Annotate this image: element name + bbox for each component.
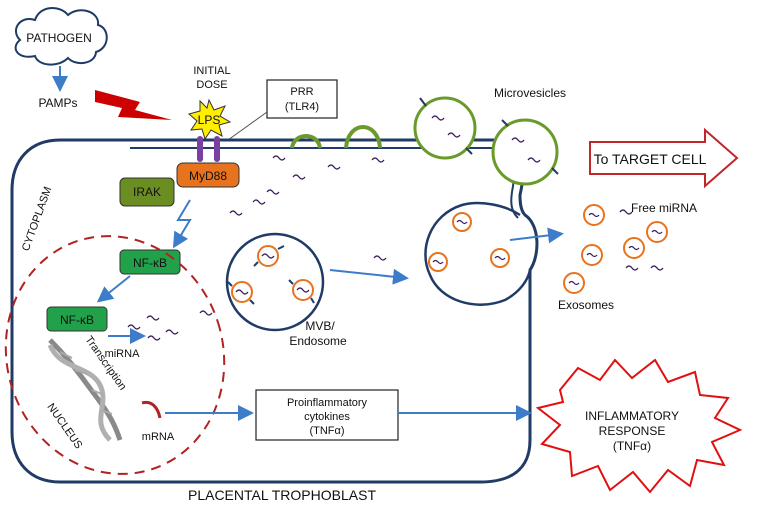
- lps-label: LPS: [198, 113, 221, 127]
- mvb-line2: Endosome: [289, 334, 347, 348]
- tlr4-left: [197, 136, 203, 162]
- prr-box: [266, 79, 338, 119]
- proinflammatory-line3: (TNFα): [309, 425, 344, 437]
- lps-star: [187, 98, 232, 141]
- mvb-endosome: [225, 232, 325, 332]
- prr-line1: PRR: [290, 86, 313, 98]
- release-arrow: [509, 227, 564, 244]
- inflammatory-line1: INFLAMMATORY: [585, 409, 679, 423]
- fusing-mvb: [424, 201, 532, 306]
- to-target-cell-arrow: [589, 127, 739, 189]
- budding-vesicle-2: [344, 125, 382, 149]
- irak-box: [119, 177, 175, 207]
- initial-dose-line1: INITIAL: [193, 65, 230, 77]
- tlr4-right: [214, 136, 220, 162]
- proinflammatory-box: [255, 389, 399, 441]
- nfkb-cyto-box: [119, 249, 181, 275]
- nfkb-nuc-box: [46, 306, 108, 332]
- mirna-label: miRNA: [105, 348, 140, 360]
- to-target-cell-label: To TARGET CELL: [594, 151, 707, 167]
- nfkb-nuc-label: NF-κB: [60, 313, 94, 327]
- mvb-line1: MVB/: [305, 319, 335, 333]
- budding-vesicle-1: [290, 134, 322, 149]
- inflammatory-line2: RESPONSE: [599, 424, 666, 438]
- placental-trophoblast-label: PLACENTAL TROPHOBLAST: [188, 487, 376, 503]
- mirna-squiggles: [127, 155, 664, 341]
- pathogen-label: PATHOGEN: [26, 31, 92, 45]
- irak-label: IRAK: [133, 185, 161, 199]
- dna-helix: [47, 338, 123, 442]
- mvb-exosome-1: [253, 245, 285, 267]
- fusing-exosome-2: [428, 252, 448, 272]
- free-mirna-label: Free miRNA: [631, 201, 697, 215]
- nfkb-cyto-label: NF-κB: [133, 256, 167, 270]
- pamps-label: PAMPs: [38, 96, 77, 110]
- inflammatory-burst: [535, 358, 743, 494]
- mvb-exosome-2: [227, 281, 255, 305]
- lightning-icon: [95, 90, 172, 120]
- microvesicle-1: [413, 96, 477, 160]
- signal-arrow-1: [172, 199, 192, 249]
- cytoplasm-label: CYTOPLASM: [20, 185, 54, 253]
- prr-pointer: [227, 111, 268, 141]
- proinflammatory-line2: cytokines: [304, 411, 350, 423]
- exosome-free-5: [563, 272, 585, 294]
- mvb-to-membrane-arrow: [329, 268, 409, 285]
- inflammatory-line3: (TNFα): [613, 439, 651, 453]
- exosome-free-2: [581, 244, 603, 266]
- mrna-strand: [141, 400, 162, 419]
- exosome-free-1: [583, 204, 605, 226]
- mvb-exosome-3: [288, 279, 315, 304]
- myd88-label: MyD88: [189, 169, 227, 183]
- pathogen-cloud: PATHOGEN: [14, 7, 108, 66]
- nucleus-label: NUCLEUS: [44, 401, 84, 451]
- exosome-free-3: [646, 221, 668, 243]
- trophoblast-cell: [10, 138, 539, 484]
- microvesicle-2: [491, 118, 559, 186]
- mrna-label: mRNA: [142, 431, 175, 443]
- nucleus-boundary: [4, 235, 226, 475]
- exosome-free-4: [623, 237, 645, 259]
- microvesicles-label: Microvesicles: [494, 86, 566, 100]
- exosomes-label: Exosomes: [558, 298, 614, 312]
- myd88-box: [176, 162, 240, 188]
- fusing-exosome-1: [452, 212, 472, 232]
- proinflammatory-line1: Proinflammatory: [287, 397, 368, 409]
- initial-dose-line2: DOSE: [196, 79, 227, 91]
- fusing-exosome-3: [490, 248, 510, 268]
- signal-arrow-2: [96, 275, 131, 303]
- prr-line2: (TLR4): [285, 101, 319, 113]
